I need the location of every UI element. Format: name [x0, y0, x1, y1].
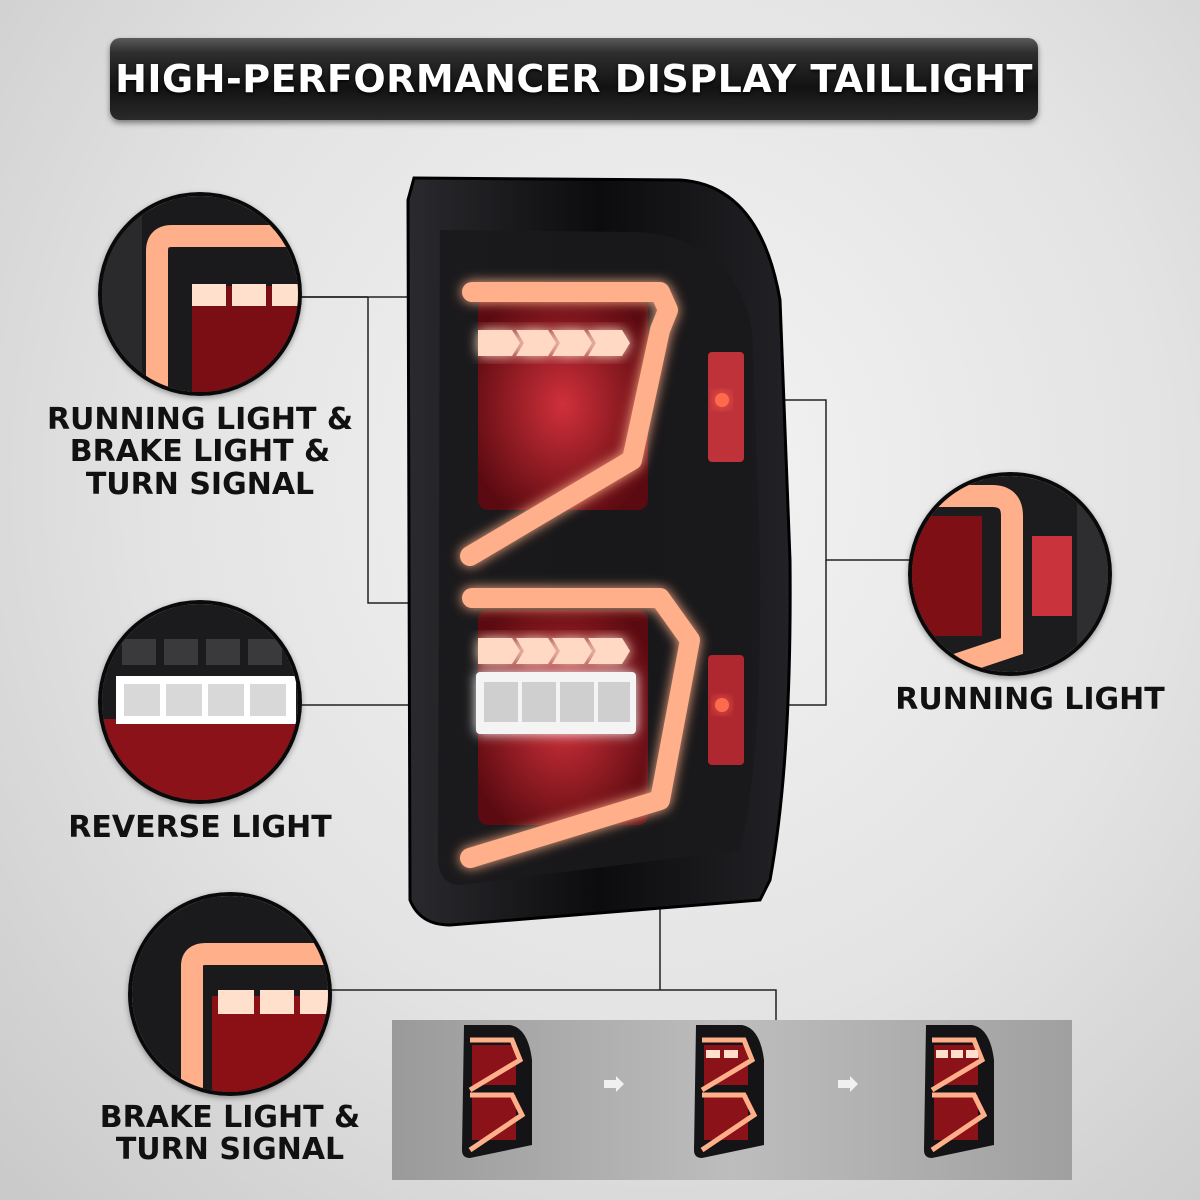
label-brake-turn: BRAKE LIGHT & TURN SIGNAL: [99, 1100, 361, 1168]
arrow-right-icon: [838, 1076, 858, 1092]
running-detail-image: [912, 476, 1108, 672]
taillight-detail-image: [102, 196, 298, 392]
sequence-frame-1: [462, 1025, 532, 1158]
banner-title: HIGH-PERFORMANCER DISPLAY TAILLIGHT: [115, 57, 1033, 101]
title-banner: HIGH-PERFORMANCER DISPLAY TAILLIGHT: [110, 38, 1038, 120]
sequence-frame-3: [924, 1025, 994, 1158]
detail-circle-running-brake-turn: [98, 192, 302, 396]
label-reverse: REVERSE LIGHT: [68, 810, 332, 845]
sequence-arrows: [604, 1076, 858, 1092]
detail-circle-running: [908, 472, 1112, 676]
detail-circle-reverse: [98, 600, 302, 804]
brake-detail-image: [132, 896, 328, 1092]
arrow-right-icon: [604, 1076, 624, 1092]
reverse-detail-image: [102, 604, 298, 800]
sequence-frame-2: [694, 1025, 764, 1158]
label-running-brake-turn: RUNNING LIGHT & BRAKE LIGHT & TURN SIGNA…: [46, 402, 354, 502]
label-running: RUNNING LIGHT: [895, 682, 1165, 717]
detail-circle-brake-turn: [128, 892, 332, 1096]
